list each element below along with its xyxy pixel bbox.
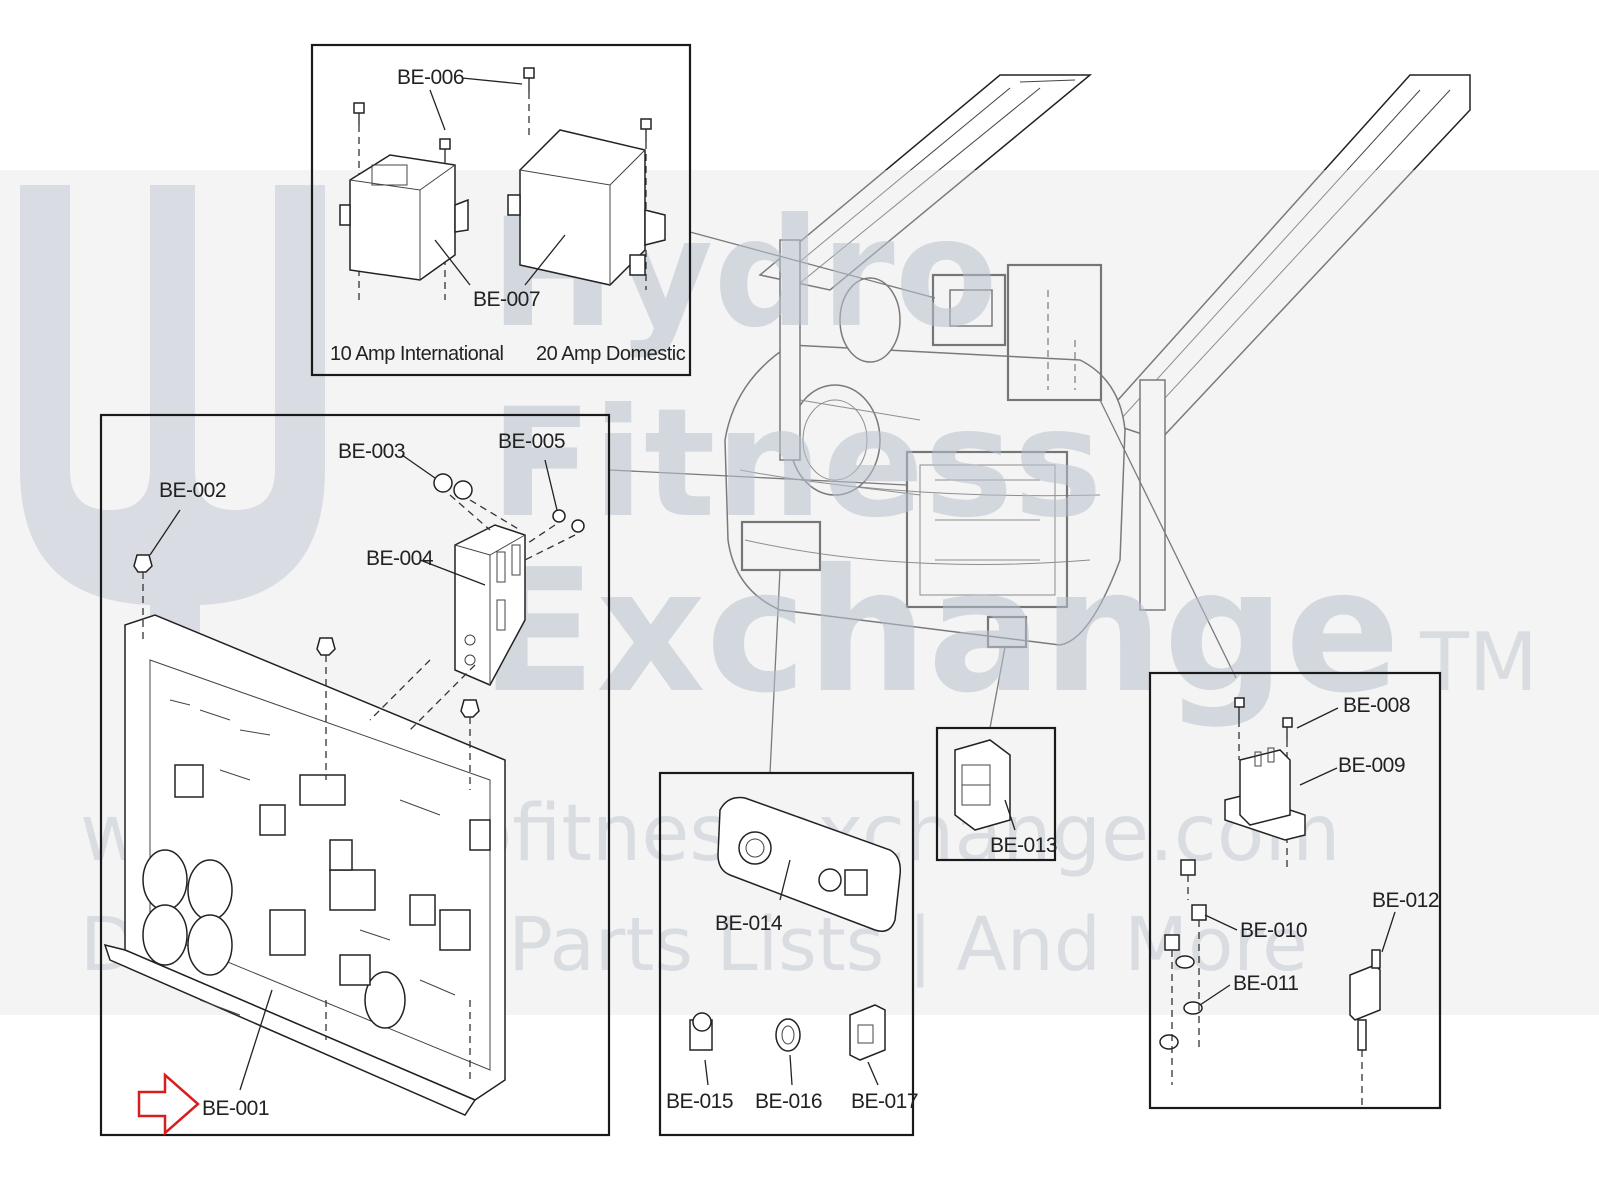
nut-icon — [433, 473, 473, 500]
pointer-arrow-icon — [137, 1072, 200, 1136]
label-be-007: BE-007 — [473, 288, 540, 311]
screw-icon — [552, 509, 585, 533]
screw-icon — [1234, 697, 1293, 740]
treadmill-base-illustration — [609, 74, 1471, 774]
label-be-005: BE-005 — [498, 430, 565, 453]
watermark-line3: Exchange — [480, 533, 1400, 731]
standoff-icon — [133, 554, 480, 718]
panel-power-switch: BE-013 — [935, 726, 1058, 862]
caption-10-amp-international: 10 Amp International — [330, 343, 504, 365]
panel-power-inlet: BE-008 BE-009 BE-010 BE-011 BE-012 — [1148, 671, 1442, 1110]
panel-line-filters: BE-006 BE-007 10 Amp International 20 Am… — [310, 43, 692, 377]
label-be-017: BE-017 — [851, 1090, 918, 1113]
label-be-003: BE-003 — [338, 440, 405, 463]
label-be-002: BE-002 — [159, 479, 226, 502]
label-be-004: BE-004 — [366, 547, 434, 570]
label-be-008: BE-008 — [1343, 694, 1410, 717]
label-be-016: BE-016 — [755, 1090, 822, 1113]
label-be-013: BE-013 — [990, 834, 1057, 857]
label-be-012: BE-012 — [1372, 889, 1439, 912]
label-be-006: BE-006 — [397, 66, 464, 89]
connector-icon — [689, 1004, 886, 1061]
label-be-015: BE-015 — [666, 1090, 733, 1113]
label-be-001: BE-001 — [202, 1097, 269, 1120]
screw-icon — [353, 67, 652, 162]
watermark-line2: Fitness — [490, 377, 1103, 551]
capacitor-icon — [142, 849, 406, 1029]
fastener-icon — [1159, 859, 1207, 1050]
caption-20-amp-domestic: 20 Amp Domestic — [536, 343, 686, 365]
label-be-011: BE-011 — [1233, 972, 1299, 995]
label-be-010: BE-010 — [1240, 919, 1307, 942]
watermark-tm: TM — [1419, 616, 1538, 709]
panel-connector-plate: BE-014 BE-015 BE-016 BE-017 — [658, 771, 919, 1137]
label-be-014: BE-014 — [715, 912, 783, 935]
watermark-logo-icon — [20, 185, 325, 700]
label-be-009: BE-009 — [1338, 754, 1405, 777]
panel-control-board: BE-002 BE-003 BE-005 BE-004 BE-001 — [99, 413, 611, 1137]
